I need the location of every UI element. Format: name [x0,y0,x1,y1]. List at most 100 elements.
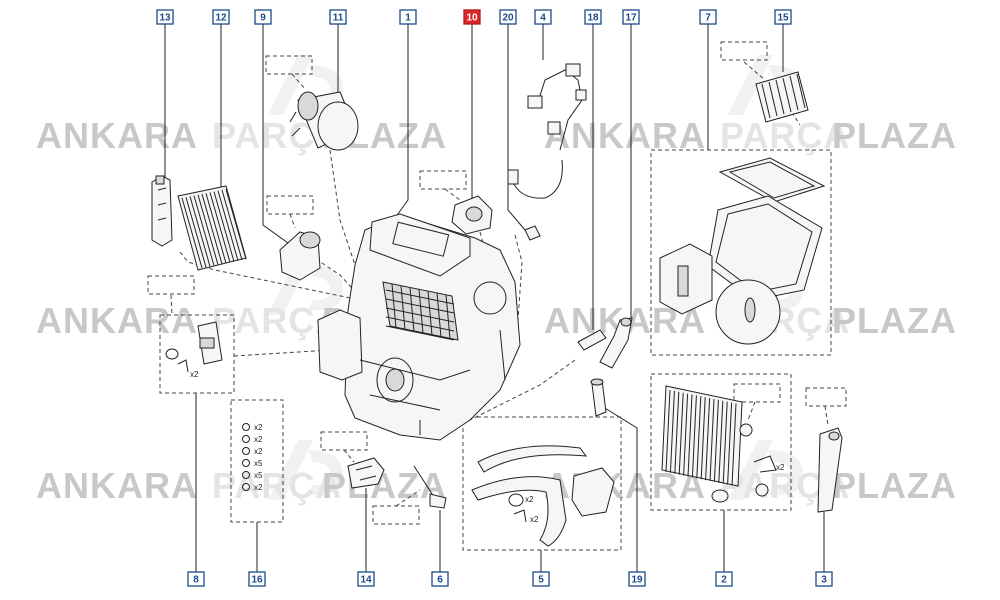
callout-label-10: 10 [466,13,478,24]
callout-box-19 [628,571,646,587]
callout-19: 19 [628,571,646,587]
part-5-hoses: x2 x2 [471,445,615,547]
callout-box-7 [699,9,717,25]
part-11-blower-motor [289,91,359,151]
part-4-harness [527,63,587,151]
part-7-seal-kit [659,157,826,345]
callout-label-9: 9 [260,13,266,24]
callout-1: 1 [399,9,417,25]
callout-label-14: 14 [360,575,372,586]
callout-5: 5 [532,571,550,587]
callout-box-14 [357,571,375,587]
watermark-left-0-0: ANKARA [36,115,198,156]
callout-label-4: 4 [540,13,546,24]
part-18-pipe [577,329,607,351]
qty-group8: x2 [190,370,199,379]
part-15-filter [755,71,809,123]
callout-4: 4 [534,9,552,25]
callout-label-12: 12 [215,13,227,24]
watermark-right-1-5: PLAZA [832,300,957,341]
callout-11: 11 [329,9,347,25]
part-17-pipe [599,317,633,369]
part-1-hvac-housing [317,213,521,441]
part-6-probe [413,465,447,509]
group-8-box [159,314,235,394]
watermark-mid-0-4: PARÇA [720,115,850,156]
part-13-bracket [151,175,173,247]
callout-12: 12 [212,9,230,25]
group-5-box [462,416,622,551]
callout-box-16 [248,571,266,587]
callout-13: 13 [156,9,174,25]
callout-box-18 [584,9,602,25]
callout-box-4 [534,9,552,25]
callout-label-20: 20 [502,13,514,24]
callout-label-5: 5 [538,575,544,586]
callout-17: 17 [622,9,640,25]
callout-box-17 [622,9,640,25]
callout-15: 15 [774,9,792,25]
watermark-right-0-5: PLAZA [832,115,957,156]
callout-9: 9 [254,9,272,25]
part-8-expansion-valve: x2 [165,321,223,379]
watermark-left-0-3: ANKARA [544,115,706,156]
callout-14: 14 [357,571,375,587]
qty-group5-b: x2 [530,515,539,524]
callout-label-11: 11 [333,13,344,24]
part-10-actuator [451,195,493,235]
callout-label-16: 16 [251,575,263,586]
qty-group5-a: x2 [525,495,534,504]
callout-label-17: 17 [625,13,637,24]
qty-group2: x2 [776,463,785,472]
callout-18: 18 [584,9,602,25]
callout-20: 20 [499,9,517,25]
watermark-right-2-5: PLAZA [832,465,957,506]
callout-box-2 [715,571,733,587]
watermark-right-2-2: PLAZA [322,465,447,506]
callout-7: 7 [699,9,717,25]
group-7-box [650,149,832,356]
callout-box-5 [532,571,550,587]
callout-label-7: 7 [705,13,711,24]
callout-box-1 [399,9,417,25]
watermark-left-2-0: ANKARA [36,465,198,506]
callout-3: 3 [815,571,833,587]
qty-group16-1: x2 [254,435,263,444]
callout-box-8 [187,571,205,587]
callout-16: 16 [248,571,266,587]
leader-lines [164,24,825,572]
part-14-bracket [347,457,385,489]
callout-label-15: 15 [777,13,789,24]
callout-label-6: 6 [437,575,443,586]
qty-group16-2: x2 [254,447,263,456]
qty-group16-0: x2 [254,423,263,432]
callout-box-12 [212,9,230,25]
callout-10: 10 [463,9,481,25]
callout-label-2: 2 [721,575,727,586]
callouts-bottom: 8 16 14 6 5 19 2 3 [187,571,833,587]
callout-box-10 [463,9,481,25]
callout-box-6 [431,571,449,587]
part-19-tube [590,378,607,417]
callout-6: 6 [431,571,449,587]
callout-box-9 [254,9,272,25]
qty-group16-5: x2 [254,483,263,492]
watermark-left-1-0: ANKARA [36,300,198,341]
watermark-mid-2-1: PARÇA [212,465,342,506]
callout-box-3 [815,571,833,587]
callout-label-1: 1 [405,13,411,24]
callout-label-13: 13 [159,13,171,24]
group-boxes [159,149,832,551]
callout-2: 2 [715,571,733,587]
qty-group16-4: x5 [254,471,263,480]
callout-label-3: 3 [821,575,827,586]
group-2-box [650,373,792,511]
group-16-box [230,399,284,523]
callout-label-19: 19 [631,575,643,586]
callout-box-20 [499,9,517,25]
callout-label-18: 18 [587,13,599,24]
part-12-cabin-filter [177,185,247,271]
callout-label-8: 8 [193,575,199,586]
